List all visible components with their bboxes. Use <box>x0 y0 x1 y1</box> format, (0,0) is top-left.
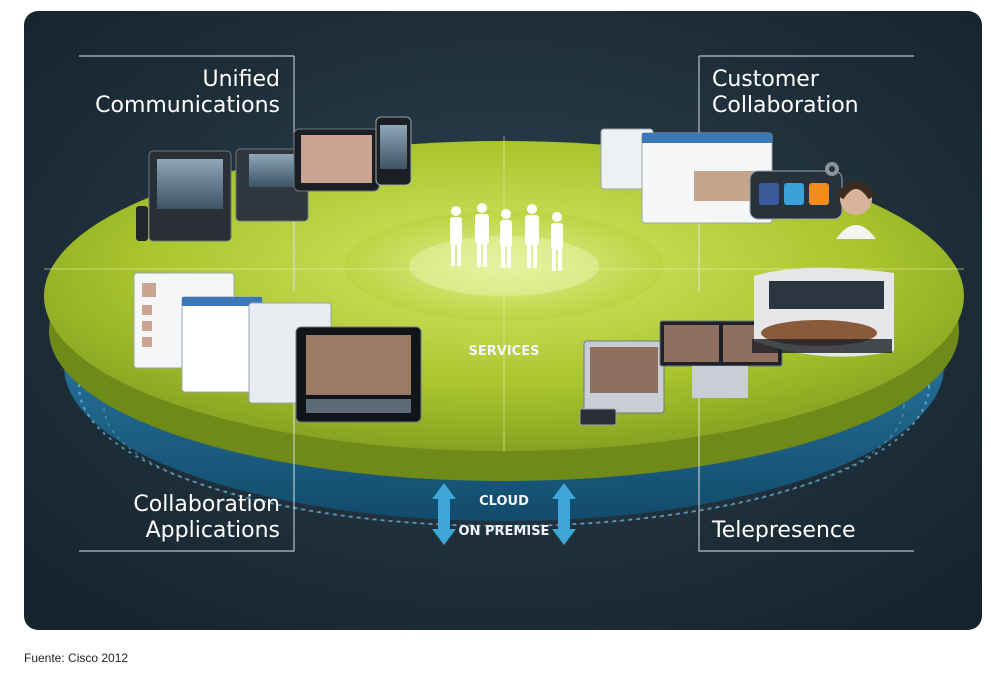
source-caption: Fuente: Cisco 2012 <box>24 651 129 665</box>
cloud-premise-arrows <box>432 483 576 545</box>
unified-communications-devices <box>136 116 412 242</box>
customer-collaboration-devices <box>600 128 876 239</box>
rss-icon <box>809 183 829 205</box>
svg-text:Communications: Communications <box>95 93 280 118</box>
unified-communications-title: Unified Communications <box>95 67 280 118</box>
up-down-arrow-icon <box>432 483 456 545</box>
tablet-endpoint-icon <box>579 408 617 426</box>
gear-icon <box>825 162 839 176</box>
svg-text:Unified: Unified <box>202 67 280 92</box>
telepresence-title: Telepresence <box>711 518 856 543</box>
quadrant-frames <box>79 55 914 552</box>
collaboration-applications-devices <box>133 272 422 423</box>
up-down-arrow-icon <box>552 483 576 545</box>
on-premise-label: ON PREMISE <box>459 524 550 539</box>
svg-text:Collaboration: Collaboration <box>712 93 859 118</box>
cloud-label: CLOUD <box>479 494 529 509</box>
svg-text:Customer: Customer <box>712 67 820 92</box>
telepresence-devices <box>579 267 894 426</box>
collaboration-applications-title: Collaboration Applications <box>133 492 280 543</box>
customer-collaboration-title: Customer Collaboration <box>712 67 859 118</box>
services-label: SERVICES <box>469 344 540 359</box>
svg-text:Collaboration: Collaboration <box>133 492 280 517</box>
twitter-icon <box>784 183 804 205</box>
svg-text:Applications: Applications <box>146 518 280 543</box>
people-silhouettes-icon <box>450 203 563 271</box>
svg-text:Telepresence: Telepresence <box>711 518 856 543</box>
facebook-icon <box>759 183 779 205</box>
cisco-collaboration-diagram: SERVICES CLOUD ON PREMISE Unified Commun… <box>24 11 982 630</box>
immersive-room-icon <box>752 267 894 357</box>
contact-agent-icon <box>836 181 876 239</box>
